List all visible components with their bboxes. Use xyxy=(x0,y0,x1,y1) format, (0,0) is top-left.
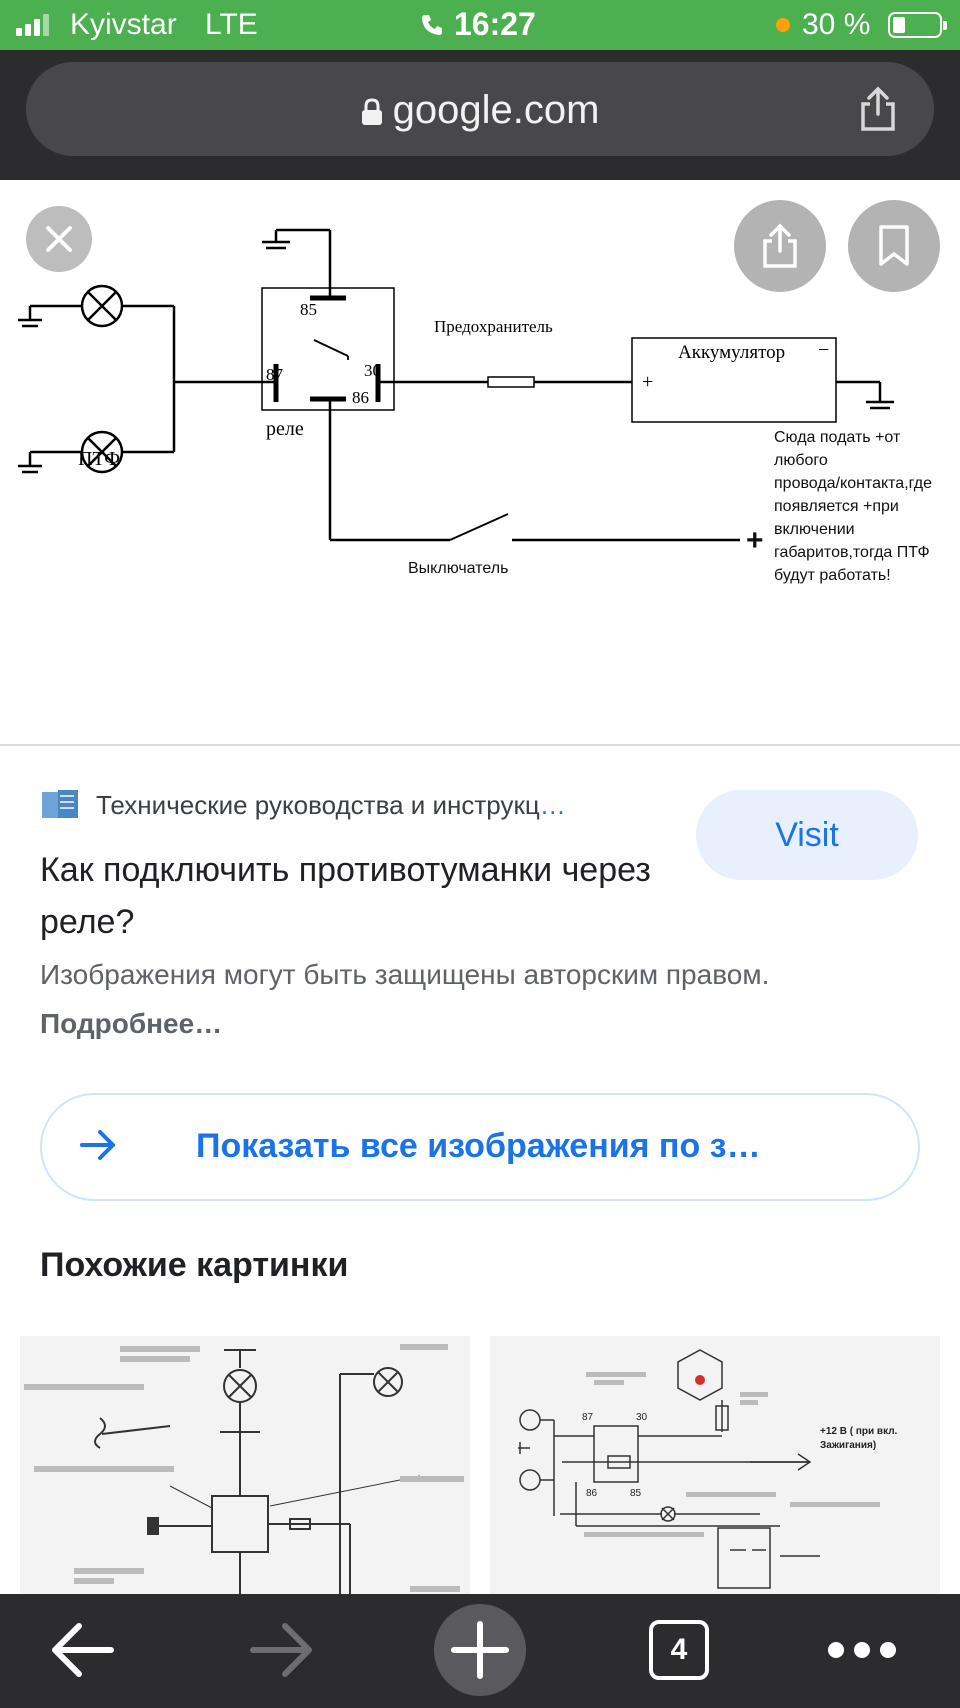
share-icon[interactable] xyxy=(858,86,898,137)
thumb-12v-line2: Зажигания) xyxy=(820,1440,876,1451)
share-icon xyxy=(763,223,797,268)
plus-sign: + xyxy=(746,524,764,557)
switch-label: Выключатель xyxy=(408,560,508,577)
back-arrow-icon xyxy=(52,1623,114,1677)
note-line-3: провода/контакта,где xyxy=(774,475,932,492)
fog-lights-label: ПТФ xyxy=(78,448,120,470)
privacy-indicator xyxy=(776,18,790,32)
learn-more-link[interactable]: Подробнее… xyxy=(40,1008,223,1039)
phone-icon xyxy=(422,14,442,35)
lock-icon xyxy=(361,98,382,126)
show-all-label: Показать все изображения по з… xyxy=(196,1127,761,1165)
pin-85-label: 85 xyxy=(300,300,317,319)
note-line-7: будут работать! xyxy=(774,567,891,584)
share-button[interactable] xyxy=(734,200,826,292)
note-line-6: габаритов,тогда ПТФ xyxy=(774,544,930,561)
site-name: Технические руководства и инструкц… xyxy=(96,790,656,821)
url-domain: google.com xyxy=(392,88,600,132)
note-line-2: любого xyxy=(774,452,828,469)
result-title[interactable]: Как подключить противотуманки через реле… xyxy=(40,851,651,941)
similar-image-thumbnail[interactable]: 87 30 86 85 +12 В ( при вкл. Зажигания) xyxy=(490,1336,940,1596)
thumb-12v-line1: +12 В ( при вкл. xyxy=(820,1426,898,1437)
relay-label: реле xyxy=(266,418,304,440)
note-line-1: Сюда подать +от xyxy=(774,429,901,446)
thumb-pin-85: 85 xyxy=(630,1488,642,1499)
battery-plus: + xyxy=(642,371,653,393)
forward-arrow-icon xyxy=(250,1623,312,1677)
copyright-text: Изображения могут быть защищены авторски… xyxy=(40,959,770,990)
back-button[interactable] xyxy=(40,1608,124,1692)
arrow-right-icon xyxy=(80,1130,115,1160)
show-all-images-button[interactable]: Показать все изображения по з… xyxy=(40,1093,920,1201)
carrier-name: Kyivstar xyxy=(70,8,177,41)
thumb-pin-87: 87 xyxy=(582,1412,594,1423)
bookmark-button[interactable] xyxy=(848,200,940,292)
close-button[interactable] xyxy=(26,206,92,272)
pin-30-label: 30 xyxy=(364,361,381,380)
new-tab-button[interactable] xyxy=(434,1604,526,1696)
status-bar: Kyivstar LTE 16:27 30 % xyxy=(0,0,960,50)
more-button[interactable] xyxy=(812,1608,912,1692)
thumbnail-diagram-1 xyxy=(24,1344,464,1596)
forward-button[interactable] xyxy=(240,1608,324,1692)
battery-minus: − xyxy=(818,339,829,361)
note-line-4: появляется +при xyxy=(774,498,899,515)
pin-86-label: 86 xyxy=(352,388,369,407)
site-name-ellipsis: … xyxy=(539,789,566,820)
signal-icon xyxy=(16,14,49,36)
battery-label: Аккумулятор xyxy=(678,342,785,363)
url-display[interactable]: google.com xyxy=(26,88,934,133)
pin-87-label: 87 xyxy=(266,365,284,384)
thumb-pin-86: 86 xyxy=(586,1488,598,1499)
thumbnail-diagram-2: 87 30 86 85 +12 В ( при вкл. Зажигания) xyxy=(518,1349,898,1589)
battery-icon xyxy=(888,12,947,38)
site-name-text: Технические руководства и инструкц xyxy=(96,789,540,820)
fuse-label: Предохранитель xyxy=(434,317,553,336)
more-icon xyxy=(828,1642,896,1658)
bookmark-icon xyxy=(879,225,909,266)
network-type: LTE xyxy=(205,8,258,41)
copyright-notice: Изображения могут быть защищены авторски… xyxy=(40,950,920,1048)
clock-time: 16:27 xyxy=(454,6,536,42)
thumb-pin-30: 30 xyxy=(636,1412,648,1423)
site-favicon-icon xyxy=(42,790,78,818)
image-preview[interactable]: 85 87 30 86 реле Предохранитель + Аккуму… xyxy=(0,180,960,746)
battery-percent: 30 % xyxy=(802,8,871,41)
similar-image-thumbnail[interactable] xyxy=(20,1336,470,1596)
wiring-diagram: 85 87 30 86 реле Предохранитель + Аккуму… xyxy=(18,228,932,584)
tabs-button[interactable]: 4 xyxy=(646,1608,712,1692)
similar-images-heading: Похожие картинки xyxy=(40,1246,349,1284)
address-bar[interactable]: google.com xyxy=(26,62,934,156)
plus-icon xyxy=(451,1621,509,1679)
source-site[interactable]: Технические руководства и инструкц… xyxy=(40,780,656,830)
visit-button[interactable]: Visit xyxy=(696,790,918,880)
clock: 16:27 xyxy=(420,6,536,43)
browser-toolbar: 4 xyxy=(0,1594,960,1708)
tabs-icon: 4 xyxy=(649,1620,709,1680)
browser-address-area: google.com xyxy=(0,50,960,180)
note-line-5: включении xyxy=(774,521,855,538)
close-icon xyxy=(46,226,72,252)
